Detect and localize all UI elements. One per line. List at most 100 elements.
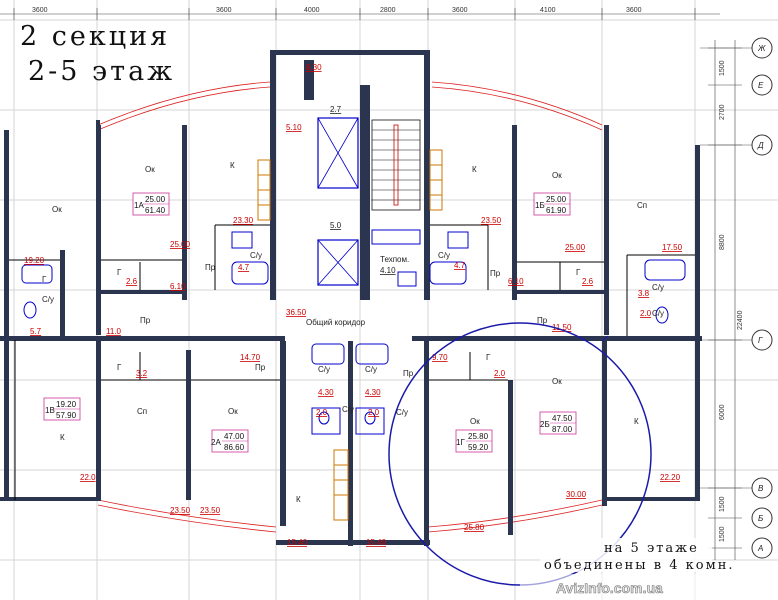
area-17-50: 17.50	[662, 243, 683, 252]
room-label-ok: Ок	[470, 417, 480, 426]
room-label-ok: Ок	[52, 205, 62, 214]
area-25-00-right: 25.00	[565, 243, 586, 252]
room-label-su: С/у	[438, 251, 450, 260]
apartment-id: 2А	[211, 438, 221, 447]
axis-label-v: В	[758, 484, 764, 493]
room-label-pr: Пр	[140, 316, 151, 325]
axis-label-e: Е	[758, 81, 764, 90]
kitchen-fixtures	[257, 149, 443, 521]
apartment-living-area: 25.00	[145, 195, 166, 204]
apartment-total-area: 87.00	[552, 425, 573, 434]
area-15-40-right: 15.40	[366, 538, 387, 547]
apartment-tag-2b: 2Б 47.50 87.00	[539, 411, 577, 435]
area-25-00-left: 25.00	[170, 240, 191, 249]
apartment-id: 2Б	[540, 420, 550, 429]
room-label-k: К	[230, 161, 235, 170]
apartment-living-area: 47.50	[552, 414, 573, 423]
room-label-g: Г	[486, 353, 491, 362]
area-2-0-center-right: 2.0	[368, 408, 380, 417]
dim-right-6: 1500	[719, 496, 726, 512]
area-6-10-left: 6.10	[170, 282, 186, 291]
room-labels: Ок Ок К К Ок Сп Техпом. Г Пр С/у С/у Пр …	[42, 161, 664, 504]
dim-right-3: 8800	[719, 234, 726, 250]
floors-title: 2-5 этаж	[28, 56, 175, 87]
axis-markers: Ж Е Д Г В Б А	[700, 37, 773, 559]
room-label-su: С/у	[250, 251, 262, 260]
area-4-10: 4.10	[380, 266, 396, 275]
area-9-70: 9.70	[432, 353, 448, 362]
area-23-50-top: 23.50	[481, 216, 502, 225]
area-23-50-center: 23.50	[200, 506, 221, 515]
room-label-sp: Сп	[637, 201, 647, 210]
area-22-20: 22.20	[660, 473, 681, 482]
area-23-50-left: 23.50	[170, 506, 191, 515]
room-label-pr: Пр	[537, 316, 548, 325]
apartment-living-area: 25.00	[546, 195, 567, 204]
highlight-pointer	[601, 335, 609, 342]
apartment-id: 1А	[134, 201, 144, 210]
room-label-sp: Сп	[137, 407, 147, 416]
apartment-tag-1v: 1В 19.20 57.90	[43, 397, 81, 421]
apartment-total-area: 57.90	[56, 411, 77, 420]
area-30-00: 30.00	[566, 490, 587, 499]
area-6-10-right: 6.10	[508, 277, 524, 286]
area-14-70: 14.70	[240, 353, 261, 362]
room-label-k: К	[296, 495, 301, 504]
axis-label-zh: Ж	[757, 44, 766, 53]
area-11-0: 11.0	[106, 327, 122, 336]
room-label-corridor: Общий коридор	[306, 318, 366, 327]
room-label-pr: Пр	[403, 369, 414, 378]
right-dimension-chain: 1500 2700 8800 22400 6000 1500 1500	[708, 40, 744, 560]
stair-core	[317, 117, 421, 287]
apartment-living-area: 25.80	[468, 432, 489, 441]
watermark: AvizInfo.com.ua	[556, 580, 663, 596]
dim-top-1: 3600	[32, 7, 48, 14]
apartment-total-area: 59.20	[468, 443, 489, 452]
room-label-su: С/у	[365, 365, 377, 374]
area-25-80: 25.80	[464, 523, 485, 532]
axis-label-d: Д	[757, 141, 764, 150]
axis-label-b: Б	[758, 514, 763, 523]
apartment-tag-1a: 1А 25.00 61.40	[132, 192, 170, 216]
room-label-k: К	[60, 433, 65, 442]
dim-right-2: 2700	[719, 104, 726, 120]
room-label-tech: Техпом.	[380, 255, 409, 264]
area-36-50: 36.50	[286, 308, 307, 317]
area-2-6-left: 2.6	[126, 277, 138, 286]
area-2-0-center-left: 2.0	[316, 408, 328, 417]
area-2-7: 2.7	[330, 105, 342, 114]
area-5-10: 5.10	[286, 123, 302, 132]
area-3-2: 3.2	[136, 369, 148, 378]
room-label-su: С/у	[342, 405, 354, 414]
dim-right-4: 22400	[737, 310, 744, 330]
room-label-ok: Ок	[552, 377, 562, 386]
area-15-40-left: 15.40	[287, 538, 308, 547]
room-label-su: С/у	[396, 408, 408, 417]
room-label-g: Г	[117, 268, 122, 277]
dim-right-5: 6000	[719, 404, 726, 420]
area-4-7-right: 4.7	[454, 261, 466, 270]
bathroom-fixtures	[21, 231, 686, 435]
area-4-30-right: 4.30	[365, 388, 381, 397]
apartment-id: 1Б	[535, 201, 545, 210]
room-label-su: С/у	[652, 309, 664, 318]
curved-facades	[96, 81, 603, 533]
dim-right-1: 1500	[719, 60, 726, 76]
area-2-0-g: 2.0	[494, 369, 506, 378]
apartment-total-area: 86.60	[224, 443, 245, 452]
area-11-50: 11.50	[552, 323, 572, 332]
area-19-20: 19.20	[24, 256, 45, 265]
area-5-7: 5.7	[30, 327, 42, 336]
room-label-ok: Ок	[145, 165, 155, 174]
area-8-30: 8.30	[306, 63, 322, 72]
room-label-pr: Пр	[205, 263, 216, 272]
apartment-id: 1В	[45, 406, 55, 415]
apartment-living-area: 19.20	[56, 400, 77, 409]
room-label-ok: Ок	[552, 171, 562, 180]
area-5-0: 5.0	[330, 221, 342, 230]
room-label-g: Г	[576, 268, 581, 277]
room-label-k: К	[472, 165, 477, 174]
walls	[0, 50, 702, 546]
